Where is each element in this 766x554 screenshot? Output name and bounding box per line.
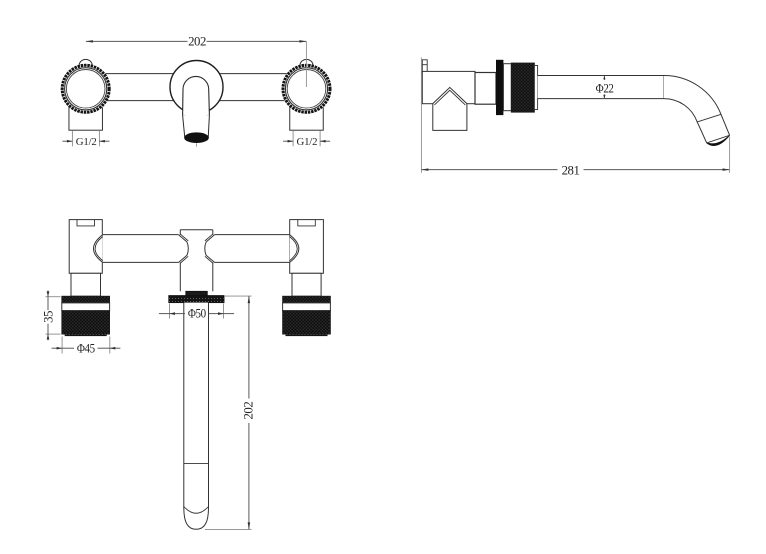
svg-text:Φ50: Φ50 bbox=[188, 306, 206, 321]
svg-text:35: 35 bbox=[41, 311, 55, 323]
svg-text:202: 202 bbox=[188, 34, 206, 48]
svg-text:Φ45: Φ45 bbox=[77, 341, 95, 356]
svg-text:Φ22: Φ22 bbox=[596, 81, 614, 96]
svg-text:281: 281 bbox=[562, 163, 580, 177]
svg-text:202: 202 bbox=[242, 402, 256, 420]
